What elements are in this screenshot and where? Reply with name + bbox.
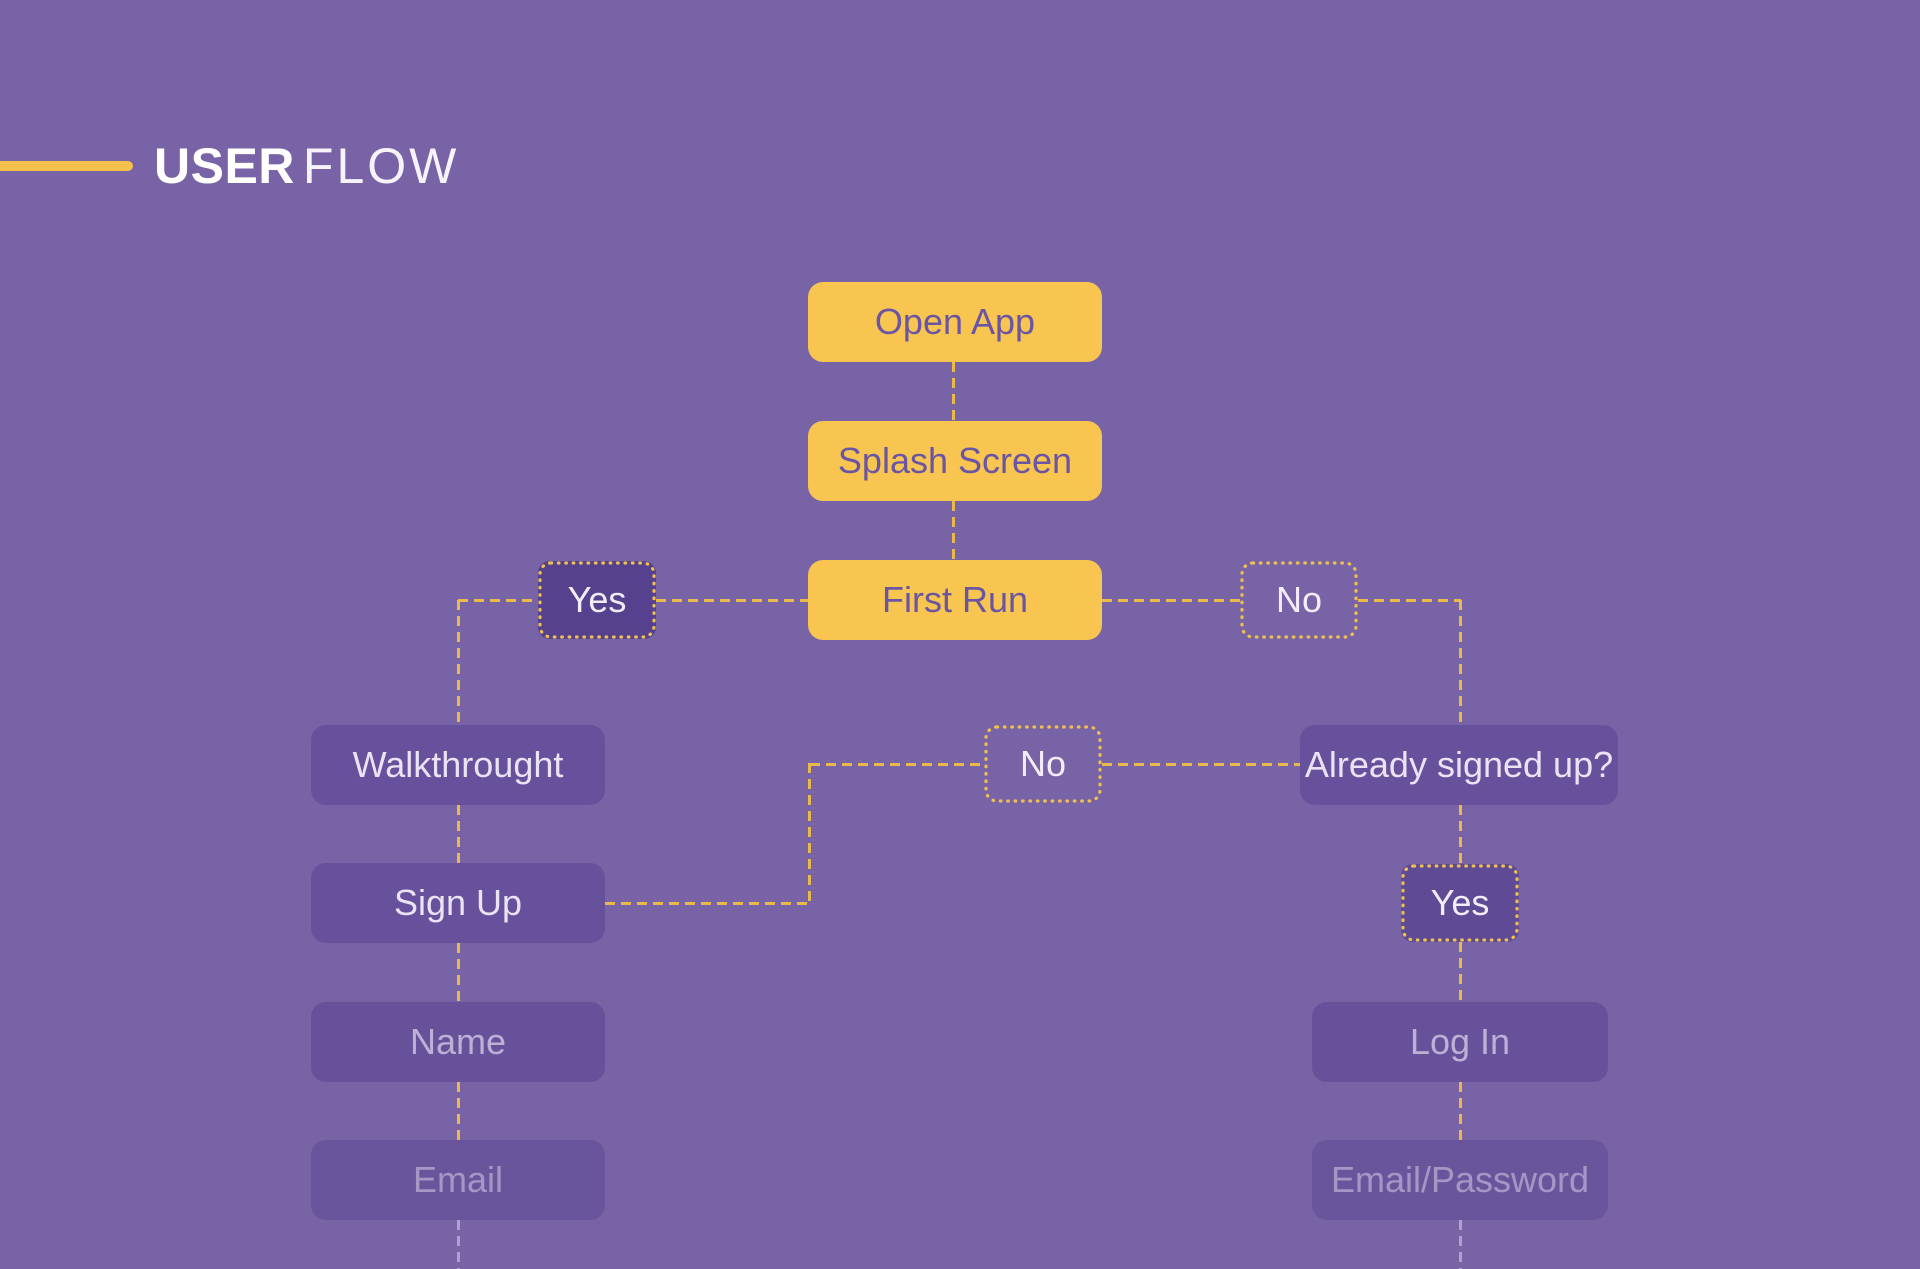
node-splash-screen-label: Splash Screen xyxy=(837,440,1073,481)
node-already-signed-up: Already signed up? xyxy=(1300,725,1618,805)
node-decision-no-right: No xyxy=(1240,561,1358,639)
node-sign-up: Sign Up xyxy=(311,863,605,943)
connector-splash-to-firstrun xyxy=(952,501,955,560)
connector-emailpassword-continuation xyxy=(1459,1220,1462,1269)
connector-openapp-to-splash xyxy=(952,362,955,421)
connector-email-continuation xyxy=(457,1220,460,1269)
node-name-label: Name xyxy=(409,1021,507,1062)
connector-signup-to-mid-elbow xyxy=(605,902,811,905)
connector-name-to-email xyxy=(457,1082,460,1140)
node-log-in-label: Log In xyxy=(1409,1021,1511,1062)
node-splash-screen: Splash Screen xyxy=(808,421,1102,501)
node-email-label: Email xyxy=(412,1159,504,1200)
dotted-border xyxy=(1240,561,1358,639)
node-email-password: Email/Password xyxy=(1312,1140,1608,1220)
connector-nocenter-to-alreadysigned xyxy=(1102,763,1300,766)
dotted-border xyxy=(538,561,656,639)
node-decision-no-center-label: No xyxy=(1019,743,1067,784)
connector-left-elbow-to-walkthrough xyxy=(457,600,460,725)
connector-alreadysigned-to-yesright xyxy=(1459,805,1462,864)
connector-walkthrough-to-signup xyxy=(457,805,460,863)
node-sign-up-label: Sign Up xyxy=(393,882,523,923)
node-first-run-label: First Run xyxy=(881,579,1029,620)
node-open-app-label: Open App xyxy=(874,301,1036,342)
node-email: Email xyxy=(311,1140,605,1220)
connector-firstrun-to-yesleft xyxy=(656,599,808,602)
node-open-app: Open App xyxy=(808,282,1102,362)
node-email-password-label: Email/Password xyxy=(1330,1159,1590,1200)
connector-signup-to-name xyxy=(457,943,460,1002)
node-decision-no-center: No xyxy=(984,725,1102,803)
connector-mid-elbow-to-nocenter xyxy=(810,763,984,766)
connector-mid-elbow-vertical xyxy=(808,763,811,903)
dotted-border xyxy=(1401,864,1519,942)
node-first-run: First Run xyxy=(808,560,1102,640)
node-decision-yes-left-label: Yes xyxy=(567,579,627,620)
node-walkthrough-label: Walkthrought xyxy=(352,744,564,785)
title-accent-line xyxy=(0,161,133,171)
connector-noright-to-right-elbow xyxy=(1358,599,1461,602)
node-walkthrough: Walkthrought xyxy=(311,725,605,805)
connector-login-to-emailpassword xyxy=(1459,1082,1462,1140)
node-name: Name xyxy=(311,1002,605,1082)
node-log-in: Log In xyxy=(1312,1002,1608,1082)
node-already-signed-up-label: Already signed up? xyxy=(1304,744,1614,785)
connector-yesleft-to-left-elbow xyxy=(458,599,538,602)
dotted-border xyxy=(984,725,1102,803)
connector-yesright-to-login xyxy=(1459,942,1462,1002)
connector-right-elbow-to-alreadysigned xyxy=(1459,600,1462,725)
node-decision-no-right-label: No xyxy=(1275,579,1323,620)
connector-firstrun-to-noright xyxy=(1102,599,1240,602)
node-decision-yes-right: Yes xyxy=(1401,864,1519,942)
title-secondary: FLOW xyxy=(302,138,460,194)
node-decision-yes-right-label: Yes xyxy=(1430,882,1490,923)
node-decision-yes-left: Yes xyxy=(538,561,656,639)
title-primary: USER xyxy=(154,138,295,194)
